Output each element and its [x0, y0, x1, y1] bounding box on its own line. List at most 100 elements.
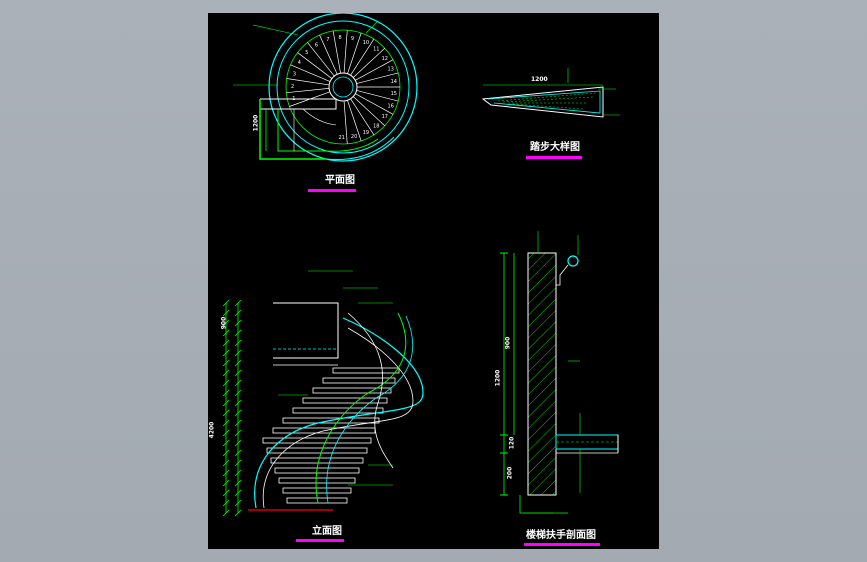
section-dim-1200: 1200: [494, 369, 502, 387]
elevation-dim-tick: [222, 319, 230, 327]
elevation-dim-tick: [222, 399, 230, 407]
plan-tread-line: [319, 34, 338, 75]
elevation-dim-tick: [222, 469, 230, 477]
elevation-step: [322, 377, 396, 384]
elevation-dim-tick: [222, 409, 230, 417]
plan-tread-line: [356, 72, 399, 84]
elevation-dim-tick: [234, 459, 242, 467]
elevation-dim-tick: [222, 309, 230, 317]
plan-tread-number: 7: [326, 37, 329, 43]
elevation-step: [292, 407, 384, 414]
handrail-section-view: [500, 231, 619, 514]
plan-tread-number: 12: [382, 56, 388, 62]
plan-dim-1200: 1200: [252, 114, 260, 132]
plan-tread-line: [343, 30, 348, 74]
plan-tread-line: [343, 100, 348, 144]
plan-tread-line: [286, 88, 330, 94]
elevation-dim-tick: [234, 339, 242, 347]
handrail-section-title: 楼梯扶手剖面图: [526, 530, 596, 541]
elevation-dim-tick: [234, 299, 242, 307]
elevation-step: [266, 447, 368, 454]
plan-tread-number: 11: [373, 47, 379, 53]
elevation-dim-tick: [222, 329, 230, 337]
plan-tread-number: 21: [339, 135, 345, 141]
elevation-dim-tick: [234, 429, 242, 437]
elevation-dim-tick: [222, 459, 230, 467]
elevation-dim-tick: [222, 429, 230, 437]
elevation-step: [282, 417, 380, 424]
plan-tread-number: 10: [363, 40, 369, 46]
elevation-step: [332, 367, 400, 374]
plan-tread-line: [350, 38, 375, 76]
elevation-dim-tick: [222, 489, 230, 497]
elevation-dim-tick: [234, 449, 242, 457]
elevation-step: [302, 397, 388, 404]
elevation-dim-tick: [222, 339, 230, 347]
plan-tread-line: [353, 96, 386, 127]
plan-title: 平面图: [325, 175, 355, 186]
elevation-dim-tick: [234, 319, 242, 327]
plan-view: [233, 12, 418, 162]
elevation-dim-tick: [222, 449, 230, 457]
elev-dim-top: 900: [220, 316, 228, 330]
elevation-dim-tick: [234, 509, 242, 517]
elevation-dim-tick: [222, 359, 230, 367]
elevation-dim-tick: [222, 479, 230, 487]
plan-tread-line: [355, 59, 394, 81]
plan-tread-line: [307, 42, 335, 77]
elevation-dim-tick: [222, 499, 230, 507]
plan-tread-number: 5: [305, 50, 308, 56]
plan-tread-number: 1: [292, 96, 295, 102]
plan-tread-number: 8: [339, 35, 342, 41]
elevation-dim-tick: [234, 499, 242, 507]
elev-dim-total: 4200: [208, 421, 216, 439]
elevation-dim-tick: [234, 349, 242, 357]
tread-detail-view: [481, 68, 620, 118]
tread-detail-title-underline: [526, 156, 582, 159]
plan-tread-line: [356, 90, 399, 102]
plan-tread-line: [350, 98, 375, 136]
plan-tread-line: [290, 64, 331, 82]
plan-tread-number: 6: [315, 42, 318, 48]
elevation-title-underline: [296, 539, 344, 542]
elevation-dim-tick: [234, 329, 242, 337]
section-dim-120: 120: [508, 436, 516, 450]
elevation-dim-tick: [234, 309, 242, 317]
elevation-dim-tick: [234, 439, 242, 447]
plan-tread-number: 15: [391, 91, 397, 97]
elevation-step: [262, 437, 372, 444]
plan-tread-number: 19: [363, 130, 369, 136]
elevation-dim-tick: [222, 419, 230, 427]
plan-tread-line: [347, 32, 362, 74]
plan-tread-number: 13: [388, 67, 394, 73]
elevation-dim-tick: [234, 479, 242, 487]
elevation-step: [282, 487, 352, 494]
elevation-dim-tick: [234, 409, 242, 417]
plan-tread-line: [353, 47, 386, 78]
elevation-dim-tick: [234, 419, 242, 427]
elevation-dim-tick: [234, 489, 242, 497]
elevation-dim-tick: [222, 509, 230, 517]
tread-dim-1200: 1200: [531, 76, 548, 83]
plan-title-underline: [308, 189, 356, 192]
plan-tread-line: [347, 100, 362, 142]
elevation-view: [222, 270, 424, 517]
plan-tread-line: [297, 52, 333, 79]
plan-tread-line: [355, 93, 394, 115]
plan-tread-number: 17: [382, 114, 388, 120]
tread-detail-title: 踏步大样图: [530, 142, 580, 153]
plan-tread-number: 20: [351, 134, 357, 140]
elevation-dim-tick: [234, 389, 242, 397]
elevation-dim-tick: [222, 299, 230, 307]
elevation-step: [278, 477, 356, 484]
elevation-title: 立面图: [312, 526, 342, 537]
plan-tread-number: 18: [373, 123, 379, 129]
elevation-dim-tick: [222, 369, 230, 377]
plan-tread-number: 14: [391, 79, 397, 85]
elevation-dim-tick: [222, 379, 230, 387]
plan-tread-line: [286, 78, 330, 86]
handrail-section-title-underline: [524, 543, 600, 546]
plan-tread-number: 2: [291, 84, 294, 90]
elevation-dim-tick: [234, 469, 242, 477]
